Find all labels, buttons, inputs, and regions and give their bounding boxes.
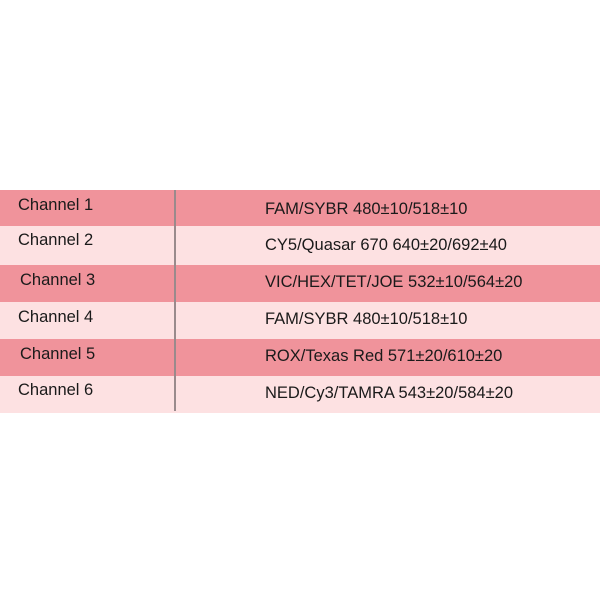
channel-table: Channel 1 FAM/SYBR 480±10/518±10 Channel… [0, 190, 600, 413]
channel-label: Channel 4 [18, 308, 94, 326]
dye-filter-spec: FAM/SYBR 480±10/518±10 [265, 200, 468, 218]
table-row: Channel 5 ROX/Texas Red 571±20/610±20 [0, 339, 600, 376]
channel-label: Channel 5 [20, 345, 96, 363]
channel-label: Channel 6 [18, 381, 94, 399]
table-row: Channel 1 FAM/SYBR 480±10/518±10 [0, 190, 600, 226]
dye-filter-spec: ROX/Texas Red 571±20/610±20 [265, 347, 503, 365]
table-row: Channel 4 FAM/SYBR 480±10/518±10 [0, 302, 600, 339]
table-row: Channel 2 CY5/Quasar 670 640±20/692±40 [0, 226, 600, 265]
dye-filter-spec: CY5/Quasar 670 640±20/692±40 [265, 236, 507, 254]
table-row: Channel 3 VIC/HEX/TET/JOE 532±10/564±20 [0, 265, 600, 302]
column-divider [174, 190, 176, 411]
dye-filter-spec: VIC/HEX/TET/JOE 532±10/564±20 [265, 273, 523, 291]
channel-label: Channel 1 [18, 196, 94, 214]
channel-label: Channel 2 [18, 231, 94, 249]
table-row: Channel 6 NED/Cy3/TAMRA 543±20/584±20 [0, 376, 600, 413]
channel-label: Channel 3 [20, 271, 96, 289]
dye-filter-spec: FAM/SYBR 480±10/518±10 [265, 310, 468, 328]
dye-filter-spec: NED/Cy3/TAMRA 543±20/584±20 [265, 384, 514, 402]
